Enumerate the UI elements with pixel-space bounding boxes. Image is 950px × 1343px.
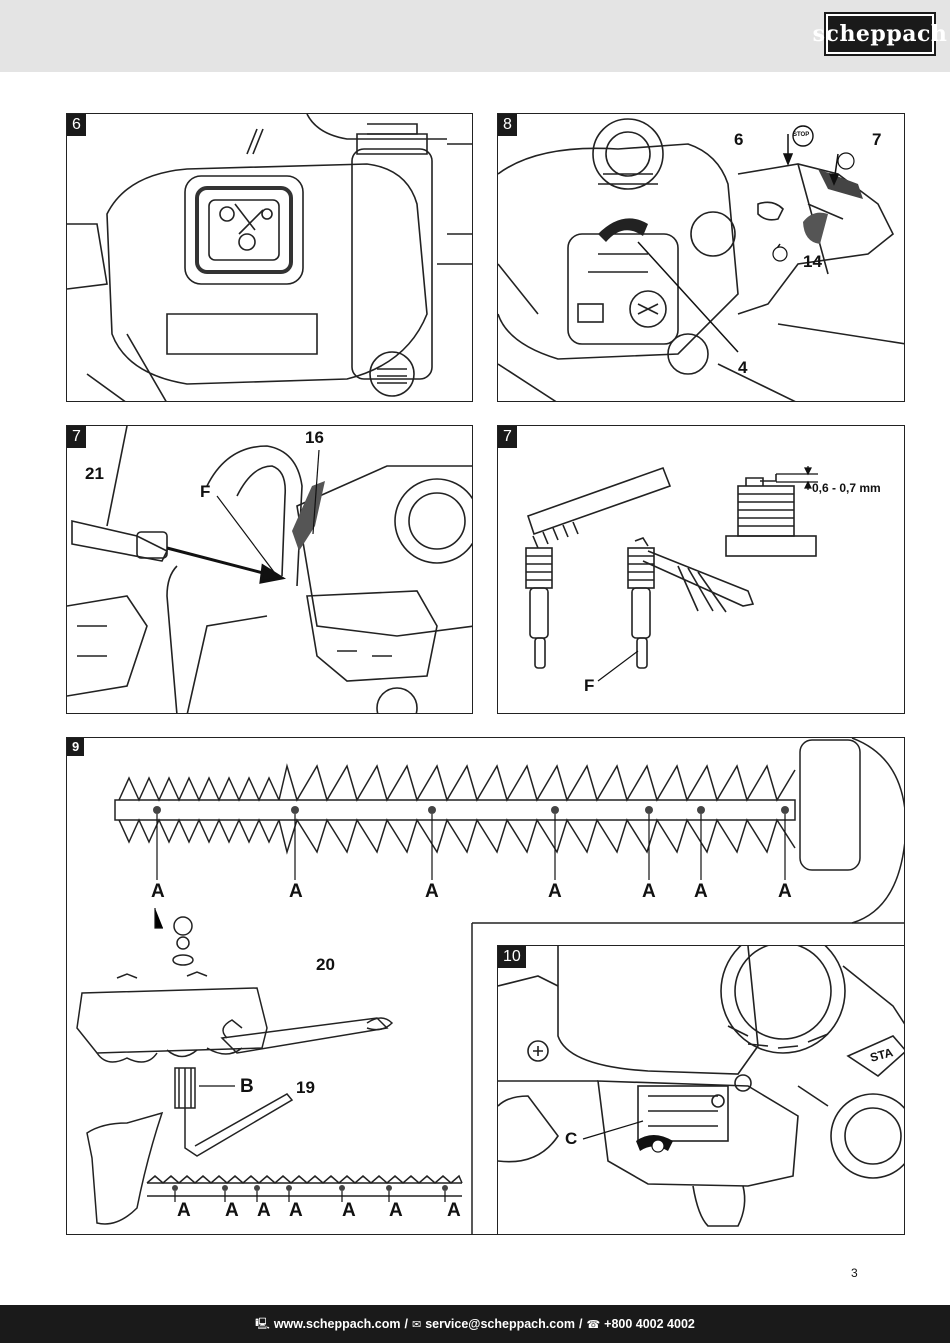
figure-number: 7 — [67, 426, 86, 448]
callout-a-2: A — [289, 881, 303, 902]
callout-a-4: A — [548, 881, 562, 902]
callout-6: 6 — [734, 130, 744, 149]
callout-f: F — [584, 676, 595, 695]
figure-number: 8 — [498, 114, 517, 136]
spark-plug-gap-drawing — [525, 466, 818, 682]
figure-8-choke-and-switch: 8 — [497, 113, 905, 402]
idle-screw-drawing — [498, 946, 904, 1227]
page-number: 3 — [851, 1266, 858, 1280]
callout-c: C — [565, 1129, 578, 1148]
stop-icon: STOP — [793, 132, 810, 138]
callout-f: F — [200, 482, 211, 501]
footer-separator: / — [578, 1317, 583, 1331]
callout-a-5: A — [642, 881, 656, 902]
figure-number: 7 — [498, 426, 517, 448]
figure-6-carburetor-air-filter: 6 — [66, 113, 473, 402]
callout-a-small-6: A — [389, 1200, 403, 1221]
callout-a-small-1: A — [177, 1200, 191, 1221]
callout-4: 4 — [738, 358, 748, 377]
callout-a-1: A — [151, 881, 165, 902]
callout-21: 21 — [85, 464, 104, 483]
callout-a-3: A — [425, 881, 439, 902]
callout-14: 14 — [803, 252, 822, 271]
figure-10-carburetor-adjustment: 10 C STA — [497, 945, 905, 1235]
figure-number: 10 — [498, 946, 526, 968]
figure-number: 6 — [67, 114, 86, 136]
figure-number: 9 — [67, 738, 85, 756]
callout-16: 16 — [305, 428, 324, 447]
hedge-blade-drawing — [76, 738, 904, 1234]
callout-19: 19 — [296, 1078, 315, 1097]
engine-air-filter-drawing — [67, 114, 472, 401]
phone-icon: ☎ — [586, 1318, 601, 1331]
website-link[interactable]: www.scheppach.com — [273, 1317, 401, 1331]
footer-separator: / — [404, 1317, 408, 1331]
figure-7-spark-plug-wrench: 7 16 21 F — [66, 425, 473, 714]
spark-plug-removal-drawing — [67, 426, 472, 713]
callout-a-small-4: A — [289, 1200, 303, 1221]
figure-7-spark-plug-cleaning: 7 0,6 - 0,7 — [497, 425, 905, 714]
callout-a-small-2: A — [225, 1200, 239, 1221]
scheppach-logo: scheppach — [813, 12, 947, 56]
callout-a-6: A — [694, 881, 708, 902]
footer-bar: 🖳 www.scheppach.com / ✉ service@scheppac… — [0, 1305, 950, 1343]
header-bar — [0, 0, 950, 72]
callout-a-small-3: A — [257, 1200, 271, 1221]
computer-icon: 🖳 — [255, 1317, 270, 1330]
gap-measurement-label: 0,6 - 0,7 mm — [812, 481, 881, 495]
callout-b: B — [240, 1076, 254, 1097]
callout-20: 20 — [316, 955, 335, 974]
callout-a-small-5: A — [342, 1200, 356, 1221]
phone-number[interactable]: +800 4002 4002 — [604, 1317, 695, 1331]
callout-a-7: A — [778, 881, 792, 902]
choke-lever-drawing — [498, 118, 904, 401]
callout-7: 7 — [872, 130, 882, 149]
callout-a-small-7: A — [447, 1200, 461, 1221]
envelope-icon: ✉ — [411, 1318, 422, 1331]
email-link[interactable]: service@scheppach.com — [425, 1317, 575, 1331]
